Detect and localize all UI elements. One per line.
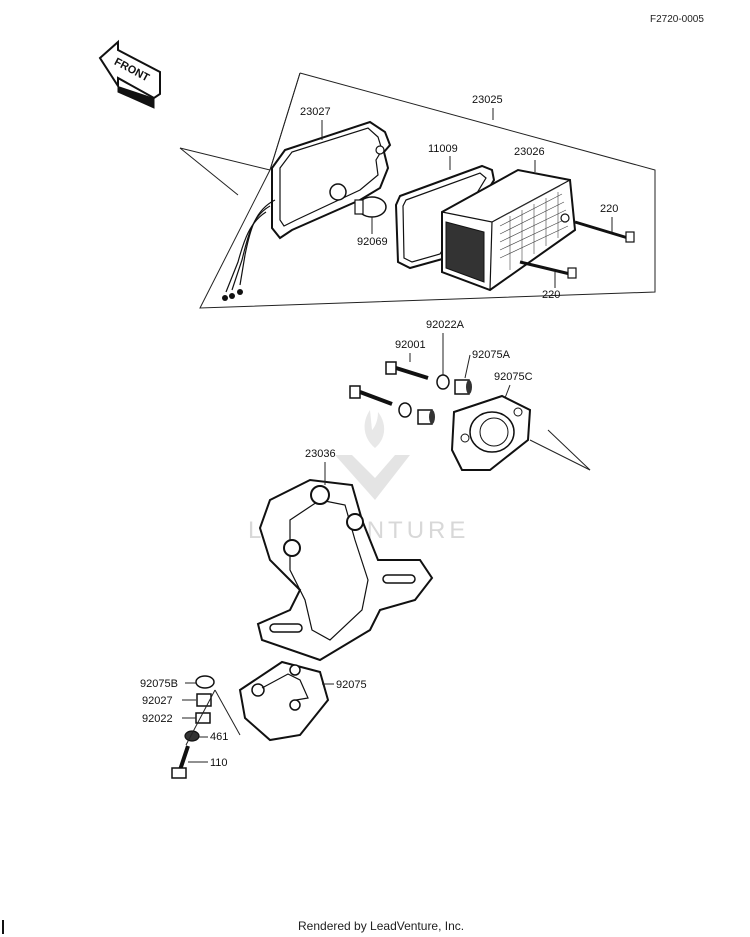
label-23036: 23036: [305, 448, 336, 460]
grommet-92075B: [195, 675, 215, 689]
bulb-92069: [354, 196, 387, 218]
bracket-92075C: [450, 394, 532, 471]
label-92075: 92075: [336, 679, 367, 691]
label-92027: 92027: [142, 695, 173, 707]
label-461: 461: [210, 731, 228, 743]
washer-lower: [398, 402, 412, 418]
front-arrow-icon: FRONT: [98, 39, 161, 109]
label-92022A: 92022A: [426, 319, 465, 331]
ref-code: F2720-0005: [650, 14, 704, 25]
label-92001: 92001: [395, 339, 426, 351]
wire-harness: [222, 199, 276, 301]
lens-23027: [271, 120, 392, 240]
lens-body-23026: [441, 168, 577, 292]
edge-mark: [2, 920, 4, 934]
footer-credit: Rendered by LeadVenture, Inc.: [298, 919, 464, 933]
label-110: 110: [210, 757, 228, 769]
washer-461: [184, 730, 200, 742]
collar-92027: [196, 693, 212, 707]
label-23025: 23025: [472, 94, 503, 106]
collar-92075A-upper: [454, 379, 472, 395]
plate-92075: [238, 660, 330, 742]
label-23026: 23026: [514, 146, 545, 158]
collar-lower: [417, 409, 435, 425]
license-bracket-23036: [256, 478, 434, 662]
label-220-upper: 220: [600, 203, 618, 215]
bolt-lower: [349, 385, 393, 406]
screw-220-lower: [519, 260, 577, 279]
bolt-110: [171, 745, 190, 779]
label-220-lower: 220: [542, 289, 560, 301]
screw-220-upper: [574, 220, 635, 243]
bolt-92001-upper: [385, 361, 429, 380]
label-92069: 92069: [357, 236, 388, 248]
label-11009: 11009: [428, 143, 458, 155]
label-92075A: 92075A: [472, 349, 511, 361]
washer-92022A-upper: [436, 374, 450, 390]
label-92022: 92022: [142, 713, 173, 725]
label-23027: 23027: [300, 106, 331, 118]
label-92075B: 92075B: [140, 678, 178, 690]
label-92075C: 92075C: [494, 371, 533, 383]
